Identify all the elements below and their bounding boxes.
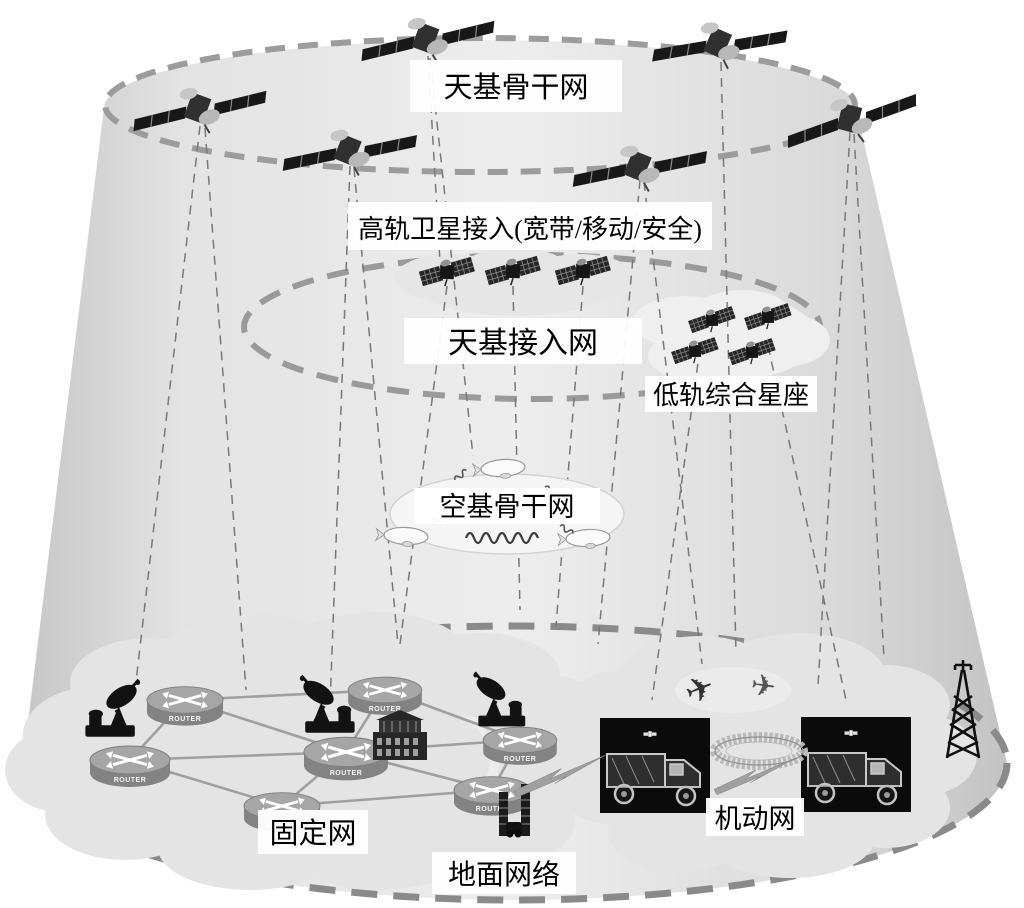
router-icon: ROUTER <box>481 725 559 767</box>
ring-antenna-icon <box>710 732 808 770</box>
label-air-backbone: 空基骨干网 <box>440 492 575 522</box>
label-box <box>410 60 622 112</box>
router-icon: ROUTER <box>88 744 172 789</box>
aircraft-pad <box>675 667 791 713</box>
label-box <box>404 318 642 364</box>
router-icon: ROUTER <box>302 735 390 782</box>
router-icon: ROUTER <box>346 675 424 717</box>
label-leo-constellation: 低轨综合星座 <box>653 381 809 410</box>
label-space-backbone: 天基骨干网 <box>443 71 588 104</box>
label-mobile-net: 机动网 <box>715 804 796 834</box>
comm-truck-image <box>799 715 913 814</box>
label-ground-net: 地面网络 <box>448 859 560 891</box>
svg-text:ROUTER: ROUTER <box>369 706 402 713</box>
router-icon: ROUTER <box>145 685 225 728</box>
factory-icon <box>499 784 530 838</box>
label-box <box>706 798 804 836</box>
label-space-access: 天基接入网 <box>448 327 598 360</box>
radio-wave-coil <box>464 531 540 545</box>
label-box <box>432 852 576 894</box>
fixed-network-links <box>129 688 522 808</box>
space-backbone-ring <box>102 35 858 175</box>
aircraft-icon: ✈ <box>749 669 778 705</box>
label-fixed-net: 固定网 <box>269 817 356 850</box>
svg-text:ROUTER: ROUTER <box>476 806 509 813</box>
label-box <box>645 376 817 412</box>
svg-text:ROUTER: ROUTER <box>169 716 202 723</box>
building-icon <box>373 710 427 760</box>
svg-text:ROUTER: ROUTER <box>114 777 147 784</box>
label-box <box>414 488 600 524</box>
radio-tower-icon <box>945 660 981 759</box>
label-geo-access: 高轨卫星接入(宽带/移动/安全) <box>358 215 702 244</box>
router-icon: ROUTER <box>452 775 532 818</box>
label-box <box>258 810 368 854</box>
label-box <box>348 202 712 250</box>
svg-text:ROUTER: ROUTER <box>330 770 363 777</box>
svg-text:ROUTER: ROUTER <box>504 756 537 763</box>
layer-labels: 天基骨干网 高轨卫星接入(宽带/移动/安全) 天基接入网 低轨综合星座 空基骨干… <box>258 60 817 894</box>
comm-truck-image <box>598 716 712 815</box>
